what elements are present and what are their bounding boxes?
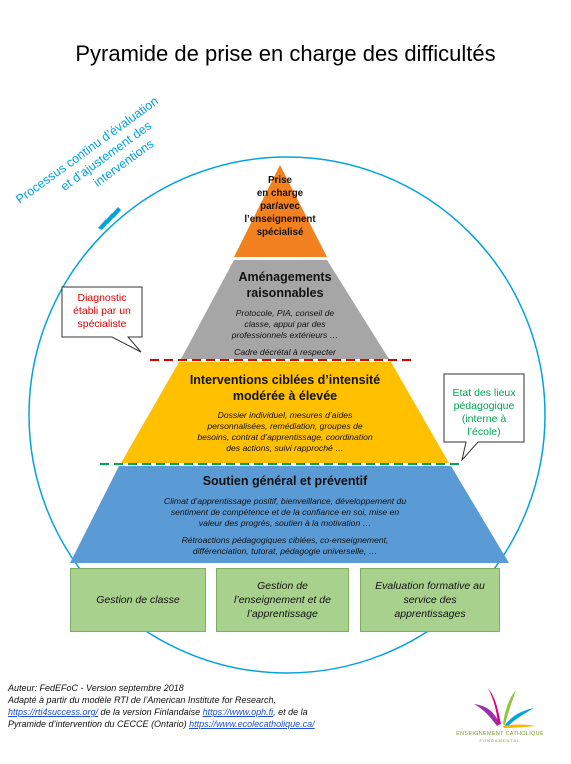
tier-general-heading: Soutien général et préventif [140, 473, 430, 489]
pedagogical-review-callout-line: (interne à l’école) [461, 413, 507, 438]
box-teaching-learning-management: Gestion de l’enseignement et de l’appren… [216, 568, 349, 632]
tier-targeted-interventions [121, 362, 449, 463]
logo-subtext: FONDAMENTAL [479, 738, 521, 743]
tier-accommodations-heading: Aménagements raisonnables [200, 269, 370, 301]
cycle-arrow-icon [98, 207, 121, 230]
footer-adapted: Adapté à partir du modèle RTI de l’Ameri… [8, 695, 276, 705]
tier-specialized-heading: Prise en charge par/avec l’enseignement … [230, 174, 330, 239]
logo-text: ENSEIGNEMENT CATHOLIQUE [456, 731, 544, 737]
tier-specialized-heading-line: Prise [268, 175, 292, 186]
tier-general-support [70, 466, 509, 563]
footer-sources-text: , et de la [273, 707, 308, 717]
tier-accommodations-body-line: Protocole, PIA, conseil de [235, 308, 335, 318]
box-classroom-management: Gestion de classe [70, 568, 206, 632]
tier-reasonable-accommodations [181, 260, 389, 359]
footer-cecce: Pyramide d’intervention du CECCE (Ontari… [8, 718, 428, 730]
tier-specialized [234, 165, 327, 257]
tier-general-heading-line: Soutien général et préventif [202, 474, 368, 488]
tier-accommodations-heading-line: raisonnables [246, 286, 324, 300]
footer-cecce-text: Pyramide d’intervention du CECCE (Ontari… [8, 719, 190, 729]
tier-general-body-line: différenciation, tutorat, pédagogie univ… [192, 546, 378, 556]
tier-specialized-heading-line: par/avec [260, 201, 300, 212]
tier-accommodations-body-line: Cadre décrétal à respecter [234, 347, 336, 357]
footer-author: Auteur: FedEFoC - Version septembre 2018 [8, 683, 184, 693]
pedagogical-review-callout-text: Etat des lieux pédagogique (interne à l’… [444, 387, 524, 439]
tier-general-body-line: Rétroactions pédagogiques ciblées, co-en… [181, 535, 389, 545]
tier-specialized-heading-line: spécialisé [256, 227, 304, 238]
diagnostic-callout [61, 286, 143, 353]
enseignement-catholique-logo-icon [474, 688, 536, 728]
diagnostic-callout-line: établi par un [73, 305, 131, 317]
tier-accommodations-body-line: classe, appui par des [244, 319, 326, 329]
tier-general-body-line: Climat d’apprentissage positif, bienveil… [163, 496, 407, 506]
footer-sources: https://rti4success.org/ de la version F… [8, 706, 428, 718]
pedagogical-review-callout-line: pédagogique [453, 400, 515, 412]
tier-targeted-heading: Interventions ciblées d’intensité modéré… [160, 372, 410, 404]
rti4success-link[interactable]: https://rti4success.org/ [8, 707, 99, 717]
tier-targeted-body-line: Dossier individuel, mesures d’aides [217, 410, 353, 420]
box-formative-assessment: Evaluation formative au service des appr… [360, 568, 500, 632]
page-title: Pyramide de prise en charge des difficul… [75, 41, 496, 66]
footer-sources-text: de la version Finlandaise [98, 707, 203, 717]
tier-general-body: Climat d’apprentissage positif, bienveil… [110, 496, 460, 557]
tier-targeted-body-line: des actions, suivi rapproché … [226, 443, 344, 453]
tier-accommodations-heading-line: Aménagements [238, 270, 332, 284]
tier-accommodations-body: Protocole, PIA, conseil de classe, appui… [200, 308, 370, 358]
tier-specialized-heading-line: en charge [256, 188, 304, 199]
tier-targeted-body-line: personnalisées, remédiation, groupes de [207, 421, 363, 431]
tier-targeted-body: Dossier individuel, mesures d’aides pers… [160, 410, 410, 454]
oph-link[interactable]: https://www.oph.fi [202, 707, 274, 717]
diagnostic-callout-line: spécialiste [77, 318, 127, 330]
pedagogical-review-callout-line: Etat des lieux [452, 387, 516, 399]
tier-targeted-heading-line: modérée à élevée [232, 389, 338, 403]
diagnostic-callout-text: Diagnostic établi par un spécialiste [62, 292, 142, 331]
tier-general-body-line: sentiment de compétence et de la confian… [170, 507, 400, 517]
tier-general-body-line: valeur des progrès, soutien à la motivat… [198, 518, 372, 528]
tier-accommodations-body-line: professionnels extérieurs … [231, 330, 339, 340]
ecolecatholique-link[interactable]: https://www.ecolecatholique.ca/ [189, 719, 315, 729]
tier-targeted-body-line: besoins, contrat d’apprentissage, coordi… [197, 432, 373, 442]
tier-targeted-heading-line: Interventions ciblées d’intensité [189, 373, 381, 387]
diagnostic-callout-line: Diagnostic [77, 292, 127, 304]
footer-credits: Auteur: FedEFoC - Version septembre 2018… [8, 682, 428, 730]
evaluation-cycle-circle [28, 156, 546, 674]
tier-specialized-heading-line: l’enseignement [244, 214, 316, 225]
pedagogical-review-callout [443, 373, 525, 462]
